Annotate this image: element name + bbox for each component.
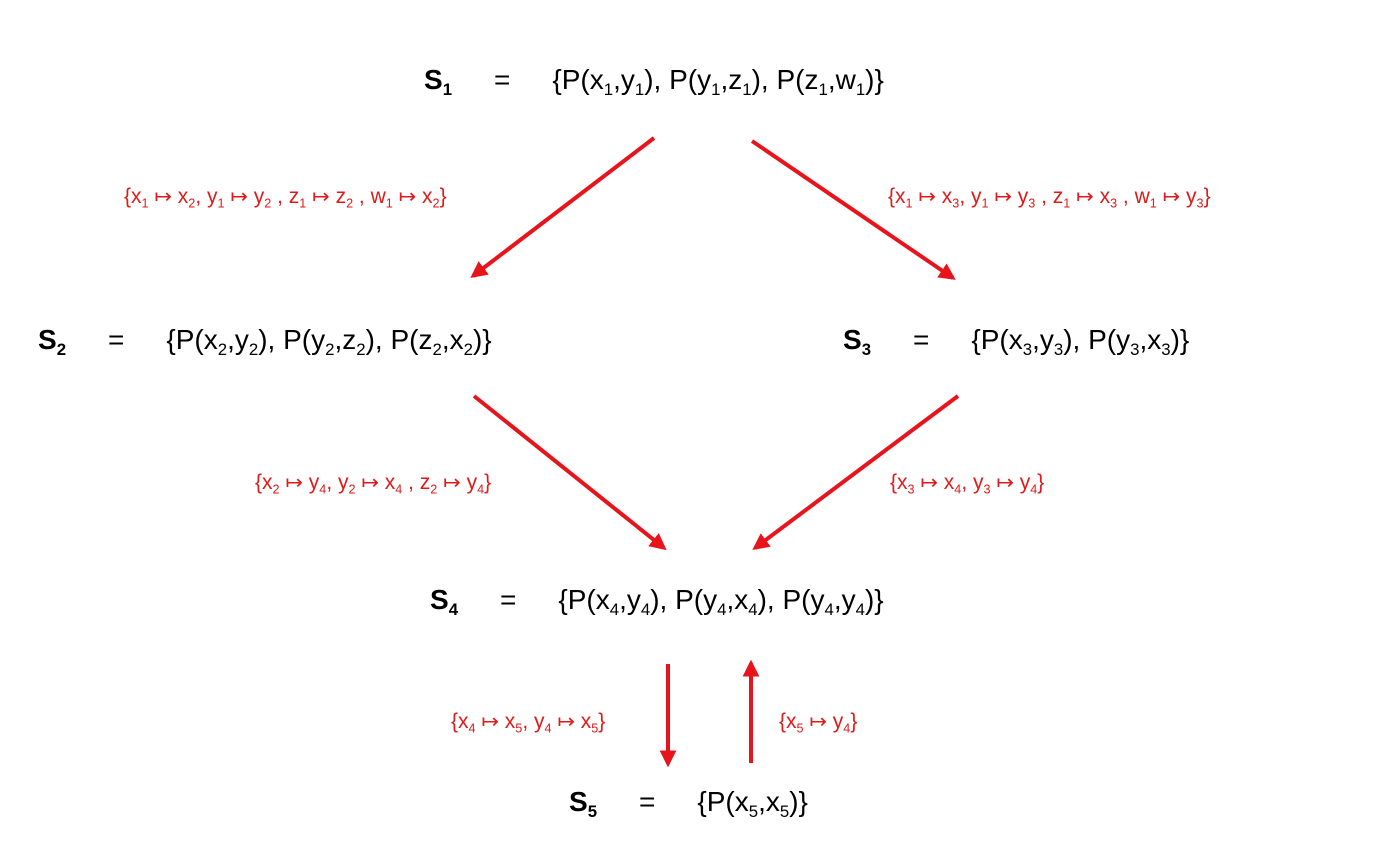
node-s4: S4 = {P(x4,y4), P(y4,x4), P(y4,y4)} (430, 584, 884, 619)
node-s1-name: S1 (424, 64, 453, 99)
node-s4-set: {P(x4,y4), P(y4,x4), P(y4,y4)} (558, 584, 884, 619)
arrow-s1-s2 (470, 136, 656, 279)
node-s1-set: {P(x1,y1), P(y1,z1), P(z1,w1)} (552, 64, 884, 99)
node-s2: S2 = {P(x2,y2), P(y2,z2), P(z2,x2)} (38, 324, 492, 359)
arrow-s3-s4 (752, 394, 960, 551)
node-s5: S5 = {P(x5,x5)} (569, 786, 808, 821)
node-s5-set: {P(x5,x5)} (697, 786, 808, 821)
edge-label-s5-s4: {x5 ↦ y4} (779, 710, 858, 736)
edge-label-s1-s2: {x1 ↦ x2, y1 ↦ y2 , z1 ↦ z2 , w1 ↦ x2} (124, 185, 447, 211)
node-s3-name: S3 (843, 324, 872, 359)
node-s3-set: {P(x3,y3), P(y3,x3)} (971, 324, 1190, 359)
node-s2-set: {P(x2,y2), P(y2,z2), P(z2,x2)} (166, 324, 492, 359)
node-s1: S1 = {P(x1,y1), P(y1,z1), P(z1,w1)} (424, 64, 884, 99)
edge-label-s3-s4: {x3 ↦ x4, y3 ↦ y4} (890, 471, 1045, 497)
node-s4-equals: = (500, 584, 517, 615)
arrow-s2-s4 (472, 394, 667, 551)
node-s1-equals: = (494, 64, 511, 95)
node-s5-equals: = (639, 786, 656, 817)
node-s3: S3 = {P(x3,y3), P(y3,x3)} (843, 324, 1190, 359)
node-s2-equals: = (108, 324, 125, 355)
node-s4-name: S4 (430, 584, 459, 619)
node-s3-equals: = (913, 324, 930, 355)
node-s2-name: S2 (38, 324, 67, 359)
edge-label-s1-s3: {x1 ↦ x3, y1 ↦ y3 , z1 ↦ x3 , w1 ↦ y3} (888, 185, 1211, 211)
node-s5-name: S5 (569, 786, 598, 821)
arrow-s1-s3 (750, 139, 956, 280)
edge-label-s2-s4: {x2 ↦ y4, y2 ↦ x4 , z2 ↦ y4} (255, 471, 492, 497)
edge-label-s4-s5: {x4 ↦ x5, y4 ↦ x5} (451, 710, 606, 736)
